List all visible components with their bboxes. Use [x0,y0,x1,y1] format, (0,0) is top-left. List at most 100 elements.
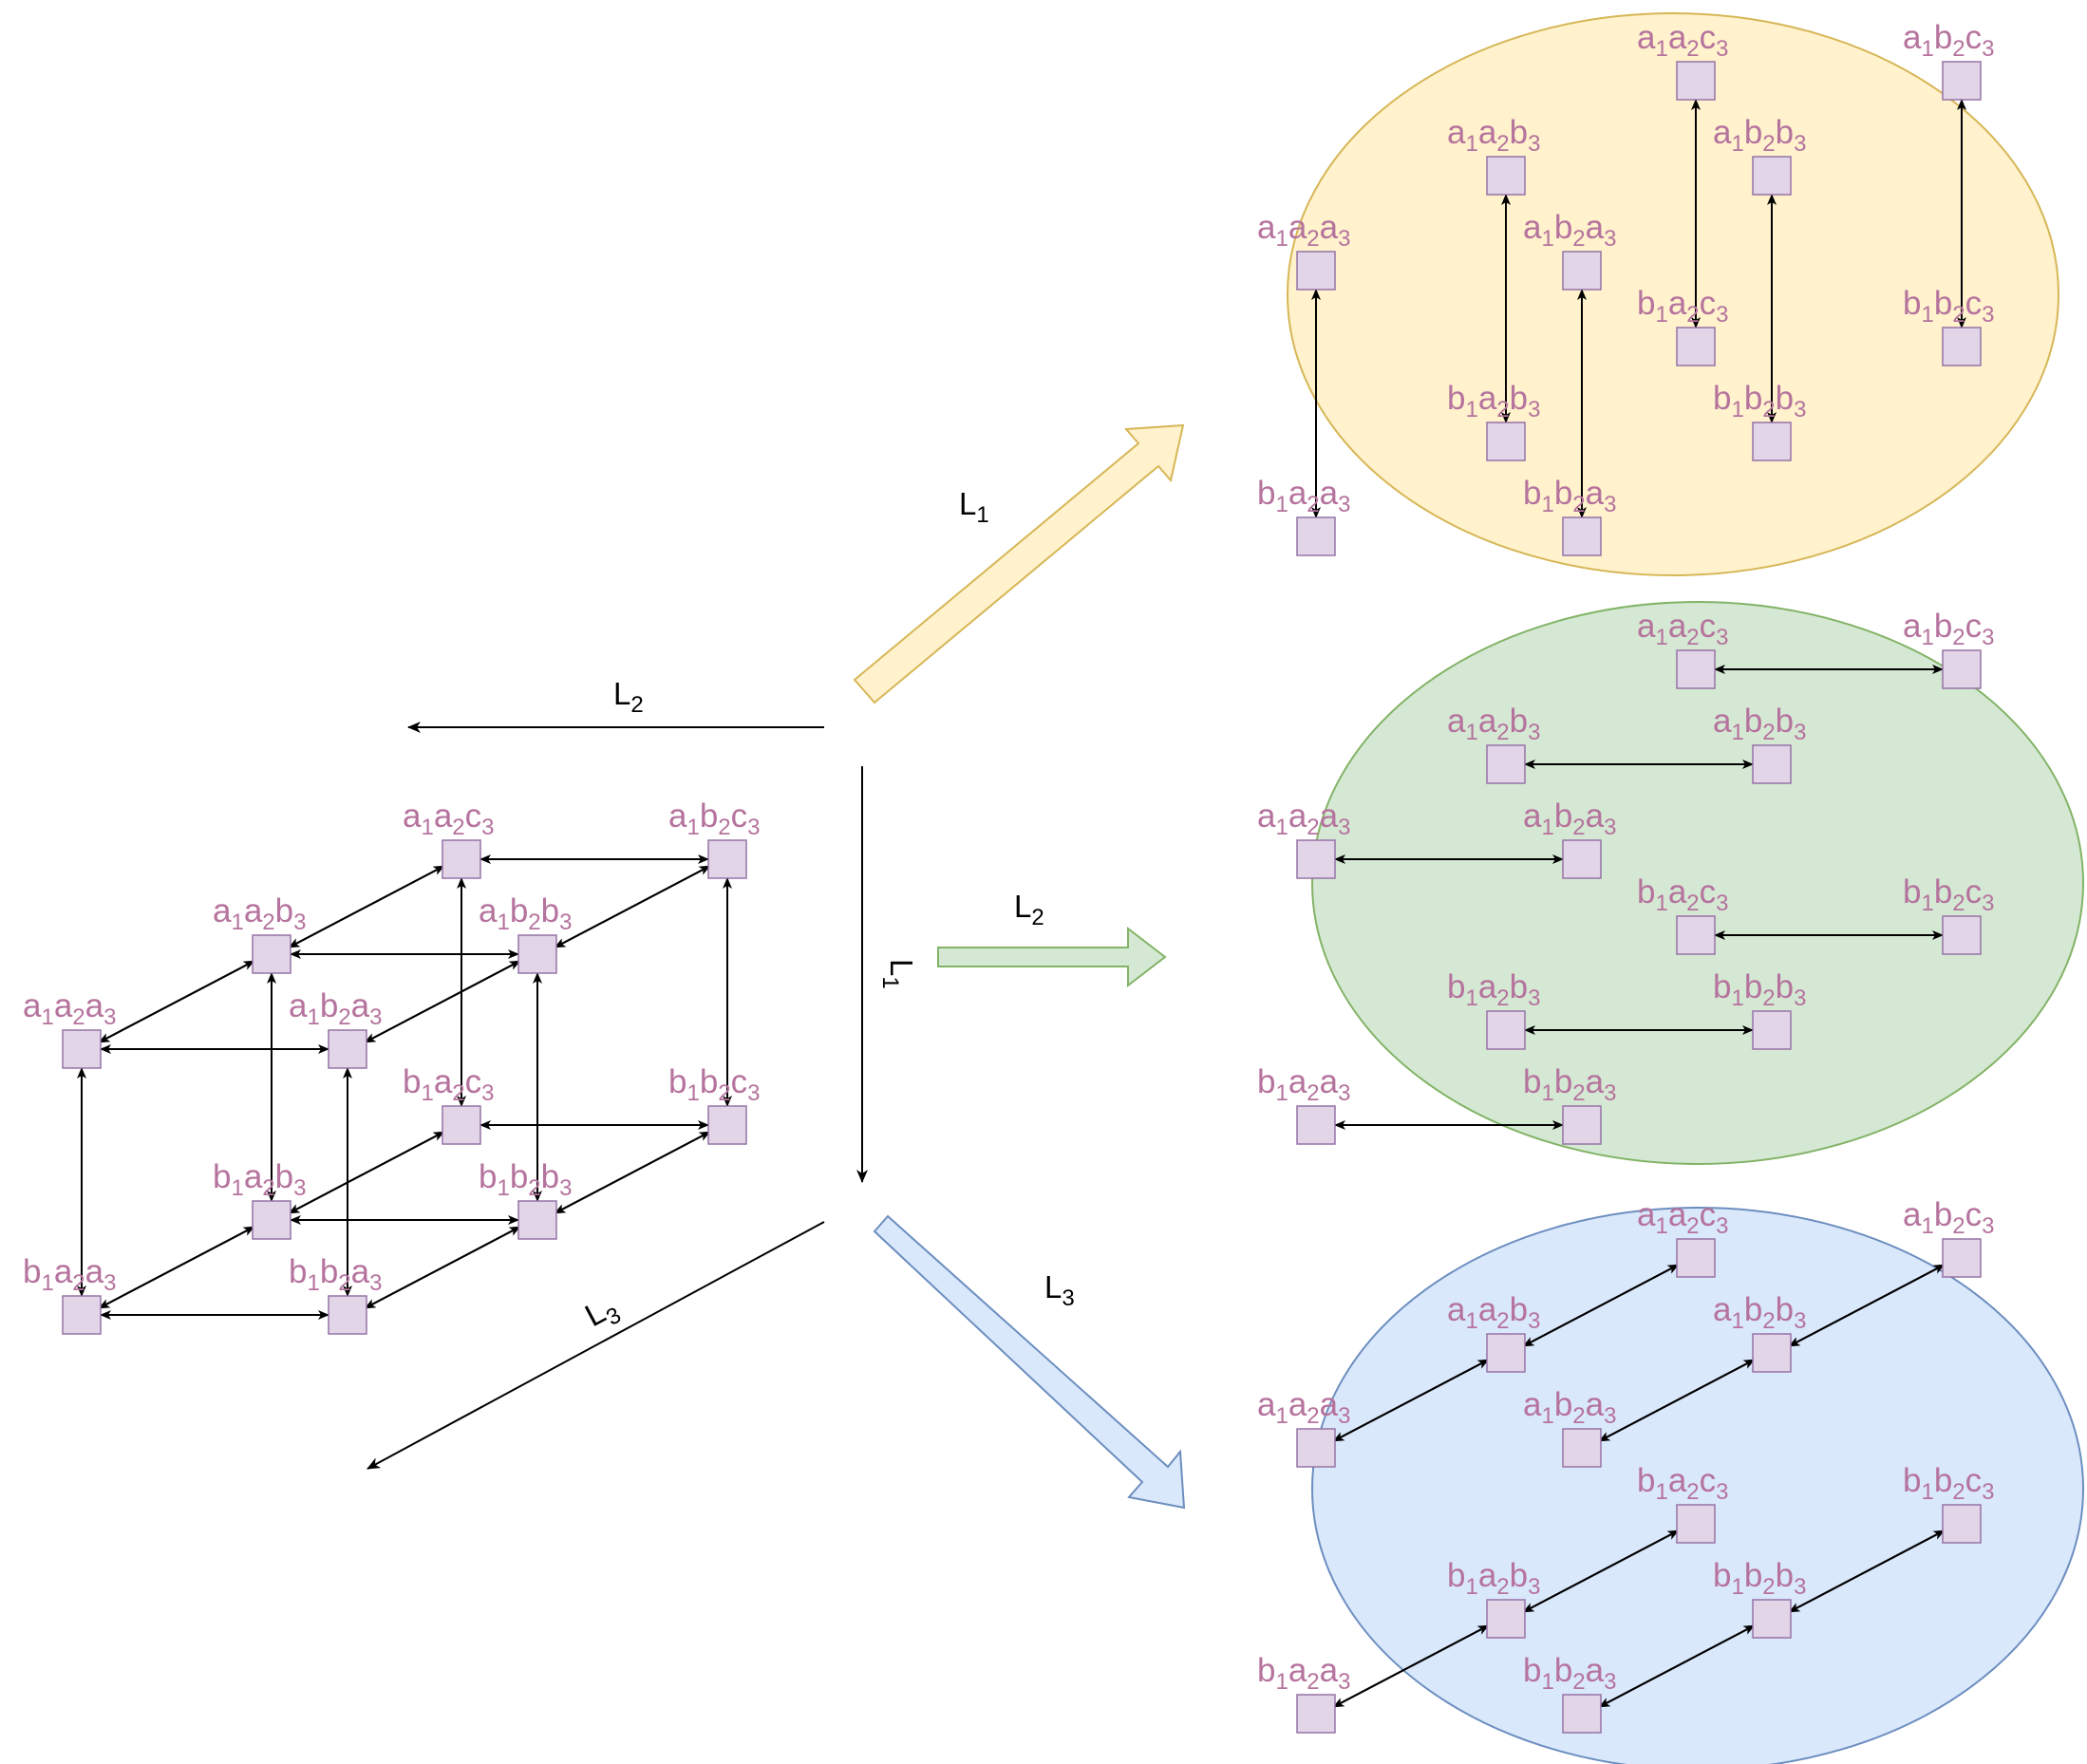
edges-layer [77,99,1966,1708]
node-c3-b1b2b3 [1752,1599,1792,1639]
cluster-l1-ellipse [1287,12,2059,576]
node-label-c2-a1b2a3: a1b2a3 [1523,798,1616,840]
node-label-c3-b1b2b3: b1b2b3 [1713,1557,1806,1600]
node-c2-a1b2a3 [1562,839,1602,879]
node-label-c1-a1b2a3: a1b2a3 [1523,209,1616,252]
l3-block-arrow [873,1214,1186,1510]
l3-axis-label: L3 [579,1288,626,1340]
node-c2-b1b2a3 [1562,1105,1602,1145]
node-label-lattice-a1b2b3: a1b2b3 [479,892,572,935]
node-label-c1-b1b2a3: b1b2a3 [1523,475,1616,517]
node-c2-b1a2a3 [1296,1105,1336,1145]
node-c1-b1a2c3 [1676,327,1716,366]
edge-diagonal-back [288,867,442,948]
node-label-c3-b1b2a3: b1b2a3 [1523,1652,1616,1695]
l2-block-arrow [937,926,1167,988]
edge-diagonal-back [1598,1361,1752,1442]
labels-layer: a1a2a3 b1a2a3 a1b2a3 b1b2a3 a1a2b3 b1a2b3 a1b2… [23,19,1995,1695]
node-lattice-b1a2a3 [62,1295,102,1335]
node-c2-a1a2c3 [1676,649,1716,689]
node-lattice-a1b2a3 [328,1029,367,1069]
node-c1-a1b2b3 [1752,156,1792,196]
node-label-c1-b1a2c3: b1a2c3 [1637,285,1729,328]
node-label-c2-a1b2b3: a1b2b3 [1713,703,1806,745]
node-c2-b1b2b3 [1752,1010,1792,1050]
l2-axis-label: L2 [613,676,644,718]
node-label-lattice-a1a2a3: a1a2a3 [23,987,116,1030]
node-c3-a1a2c3 [1676,1238,1716,1278]
node-c1-b1b2c3 [1942,327,1982,366]
node-label-lattice-a1b2c3: a1b2c3 [668,798,761,840]
edge-diagonal-back [1332,1361,1486,1442]
node-label-c3-a1b2a3: a1b2a3 [1523,1386,1616,1429]
node-label-c3-a1b2c3: a1b2c3 [1903,1196,1995,1239]
node-c3-b1a2c3 [1676,1504,1716,1544]
node-lattice-b1b2b3 [517,1200,557,1240]
node-lattice-a1b2b3 [517,934,557,974]
node-label-lattice-b1b2a3: b1b2a3 [289,1253,382,1296]
node-c2-a1b2c3 [1942,649,1982,689]
node-lattice-a1a2a3 [62,1029,102,1069]
node-c2-a1b2b3 [1752,744,1792,784]
node-label-lattice-b1b2c3: b1b2c3 [668,1063,761,1106]
node-label-c2-b1a2a3: b1a2a3 [1257,1063,1350,1106]
node-label-c2-b1a2b3: b1a2b3 [1447,968,1540,1011]
node-lattice-b1b2c3 [707,1105,747,1145]
node-label-c3-b1a2c3: b1a2c3 [1637,1462,1729,1505]
node-c3-a1b2a3 [1562,1428,1602,1468]
edge-diagonal-back [98,1228,252,1309]
edge-diagonal-back [554,867,707,948]
node-c1-b1b2b3 [1752,422,1792,461]
node-label-c1-a1a2a3: a1a2a3 [1257,209,1350,252]
l3-block-arrow-label: L3 [1044,1269,1075,1311]
node-label-c2-b1a2c3: b1a2c3 [1637,873,1729,916]
node-label-lattice-a1b2a3: a1b2a3 [289,987,382,1030]
node-label-c1-b1a2a3: b1a2a3 [1257,475,1350,517]
edge-diagonal-back [1332,1626,1486,1708]
node-c1-a1b2c3 [1942,61,1982,101]
node-lattice-b1a2b3 [252,1200,291,1240]
l1-axis-label: L1 [877,959,919,989]
node-label-c1-b1b2c3: b1b2c3 [1903,285,1995,328]
edge-diagonal-back [1522,1531,1676,1613]
nodes-layer [62,61,1982,1734]
l2-block-arrow-label: L2 [1014,889,1044,930]
node-label-lattice-a1a2b3: a1a2b3 [213,892,306,935]
node-c2-b1b2c3 [1942,915,1982,955]
edge-diagonal-back [364,962,517,1043]
l1-block-arrow [853,423,1185,704]
edge-diagonal-back [1598,1626,1752,1708]
node-c3-a1b2b3 [1752,1333,1792,1373]
node-label-c3-a1a2c3: a1a2c3 [1637,1196,1729,1239]
node-label-c2-a1a2b3: a1a2b3 [1447,703,1540,745]
node-label-c1-a1b2b3: a1b2b3 [1713,114,1806,157]
node-label-lattice-a1a2c3: a1a2c3 [403,798,495,840]
node-c3-b1a2b3 [1486,1599,1526,1639]
node-label-lattice-b1a2b3: b1a2b3 [213,1158,306,1201]
node-label-c3-b1b2c3: b1b2c3 [1903,1462,1995,1505]
node-c2-b1a2b3 [1486,1010,1526,1050]
node-lattice-a1a2c3 [442,839,481,879]
node-label-c3-b1a2b3: b1a2b3 [1447,1557,1540,1600]
node-label-c2-b1b2a3: b1b2a3 [1523,1063,1616,1106]
node-c3-a1b2c3 [1942,1238,1982,1278]
node-label-lattice-b1b2b3: b1b2b3 [479,1158,572,1201]
edge-diagonal-back [1788,1531,1942,1613]
node-label-c3-b1a2a3: b1a2a3 [1257,1652,1350,1695]
node-c1-b1b2a3 [1562,516,1602,556]
node-c1-a1a2a3 [1296,251,1336,291]
l1-block-arrow-label: L1 [959,486,989,528]
node-c2-a1a2b3 [1486,744,1526,784]
node-lattice-a1a2b3 [252,934,291,974]
node-label-c1-a1b2c3: a1b2c3 [1903,19,1995,62]
node-label-c2-b1b2c3: b1b2c3 [1903,873,1995,916]
edge-diagonal-back [288,1133,442,1214]
node-lattice-b1b2a3 [328,1295,367,1335]
node-label-lattice-b1a2a3: b1a2a3 [23,1253,116,1296]
node-c3-b1b2a3 [1562,1694,1602,1734]
node-label-c3-a1a2b3: a1a2b3 [1447,1291,1540,1334]
node-c1-b1a2a3 [1296,516,1336,556]
node-c1-a1a2b3 [1486,156,1526,196]
